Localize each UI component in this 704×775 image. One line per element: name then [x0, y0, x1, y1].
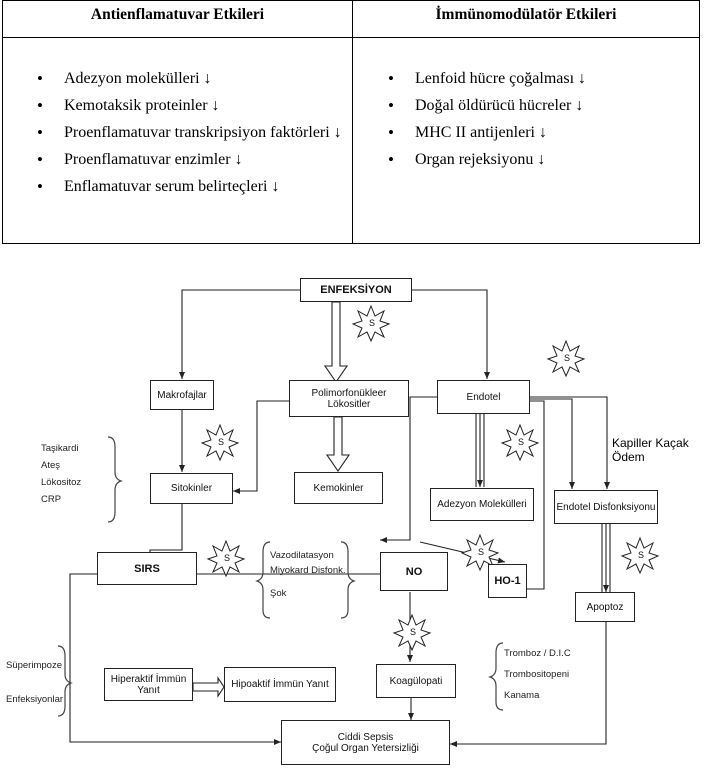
- kapiller-line-2: Ödem: [612, 450, 645, 464]
- stress-star-icon: [206, 539, 246, 578]
- sirs-sign-4: CRP: [41, 494, 62, 505]
- star-letter: S: [518, 437, 524, 447]
- stress-star-icon: [200, 423, 240, 462]
- left-column-header: Antienflamatuvar Etkileri: [90, 6, 265, 23]
- table-header-divider: [3, 37, 699, 38]
- anti-inflammatory-list: Adezyon molekülleri ↓ Kemotaksik protein…: [34, 69, 344, 204]
- list-item: Proenflamatuvar enzimler ↓: [34, 150, 344, 170]
- superimpoze-line-2: Enfeksiyonlar: [6, 694, 64, 705]
- connector-line: [530, 398, 575, 489]
- list-item: Lenfoid hücre çoğalması ↓: [385, 69, 695, 89]
- sitokinler-box: Sitokinler: [150, 473, 233, 504]
- no-box: NO: [380, 552, 448, 591]
- star-letter: S: [478, 547, 484, 557]
- connector-shape: [57, 645, 73, 717]
- connector-shape: [488, 642, 504, 711]
- ciddi-sepsis-line-1: Ciddi Sepsis: [337, 731, 394, 743]
- stress-star-icon: [351, 304, 391, 343]
- star-letter: S: [369, 318, 375, 328]
- sirs-sign-3: Lökositoz: [41, 477, 82, 488]
- list-item: Organ rejeksiyonu ↓: [385, 150, 695, 170]
- stress-star-icon: [392, 613, 432, 652]
- polimorfonukleer-box: Polimorfonükleer Lökositler: [289, 380, 409, 417]
- koag-signs-label: Tromboz / D.I.C Trombositopeni Kanama: [504, 643, 571, 706]
- list-item: MHC II antijenleri ↓: [385, 123, 695, 143]
- list-item: Enflamatuvar serum belirteçleri ↓: [34, 177, 344, 197]
- superimpoze-line-1: Süperimpoze: [6, 660, 62, 671]
- connector-shape: [192, 676, 225, 698]
- star-letter: S: [218, 437, 224, 447]
- adezyon-box: Adezyon Molekülleri: [430, 488, 534, 521]
- connector-shape: [323, 301, 349, 383]
- list-item: Doğal öldürücü hücreler ↓: [385, 96, 695, 116]
- connector-line: [419, 541, 506, 564]
- endotel-disfonksiyonu-box: Endotel Disfonksiyonu: [554, 490, 658, 524]
- sirs-sign-2: Ateş: [41, 460, 61, 471]
- connector-line: [179, 289, 300, 379]
- connector-shape: [107, 436, 123, 523]
- star-letter: S: [410, 627, 416, 637]
- kapiller-line-1: Kapiller Kaçak: [612, 436, 689, 450]
- sirs-sign-1: Taşikardi: [41, 443, 79, 454]
- ho1-box: HO-1: [488, 564, 527, 598]
- effects-table: Antienflamatuvar Etkileri İmmünomodülatö…: [2, 0, 700, 244]
- connector-shape: [255, 541, 271, 619]
- table-column-divider: [352, 1, 353, 243]
- stress-star-icon: [500, 423, 540, 462]
- connector-line: [69, 573, 281, 745]
- connector-shape: [340, 541, 356, 619]
- koag-sign-1: Tromboz / D.I.C: [504, 648, 571, 659]
- ciddi-sepsis-box: Ciddi Sepsis Çoğul Organ Yetersizliği: [281, 720, 450, 765]
- connector-line: [380, 396, 437, 543]
- connector-line: [412, 289, 490, 379]
- star-letter: S: [564, 353, 570, 363]
- enfeksiyon-box: ENFEKSİYON: [300, 278, 412, 302]
- connector-shape: [325, 416, 351, 472]
- star-letter: S: [224, 553, 230, 563]
- connector-line: [530, 396, 610, 489]
- list-item: Kemotaksik proteinler ↓: [34, 96, 344, 116]
- vazo-line-1: Vazodilatasyon: [270, 550, 334, 561]
- connector-line: [527, 400, 545, 590]
- kemokinler-box: Kemokinler: [294, 472, 383, 504]
- stress-star-icon: [546, 339, 586, 378]
- koag-sign-3: Kanama: [504, 690, 540, 701]
- ciddi-sepsis-line-2: Çoğul Organ Yetersizliği: [312, 742, 419, 754]
- stress-star-icon: [620, 536, 660, 575]
- koag-sign-2: Trombositopeni: [504, 669, 570, 680]
- connector-line: [233, 400, 289, 494]
- right-column-header: İmmünomodülatör Etkileri: [435, 6, 617, 23]
- endotel-box: Endotel: [437, 380, 530, 414]
- koagulopati-box: Koagülopati: [376, 664, 456, 698]
- vazo-label: Vazodilatasyon Miyokard Disfonk. Şok: [270, 544, 346, 605]
- hipoaktif-box: Hipoaktif İmmün Yanıt: [224, 667, 336, 702]
- makrofajlar-box: Makrofajlar: [150, 380, 214, 410]
- kapiller-label: Kapiller Kaçak Ödem: [612, 436, 689, 464]
- apoptoz-box: Apoptoz: [575, 592, 635, 622]
- list-item: Adezyon molekülleri ↓: [34, 69, 344, 89]
- vazo-line-3: Şok: [270, 588, 287, 599]
- star-letter: S: [638, 550, 644, 560]
- connector-line: [450, 620, 607, 747]
- hiperaktif-box: Hiperaktif İmmün Yanıt: [104, 668, 193, 701]
- sirs-box: SIRS: [97, 552, 197, 585]
- stress-star-icon: [460, 533, 500, 572]
- list-item: Proenflamatuvar transkripsiyon faktörler…: [34, 123, 344, 143]
- sepsis-pathway-diagram: S S S S S S S S ENFEKSİYON Makrofajlar P…: [0, 262, 704, 775]
- superimpoze-label: Süperimpoze Enfeksiyonlar: [6, 649, 63, 717]
- vazo-line-2: Miyokard Disfonk.: [270, 565, 346, 576]
- sirs-signs-label: Taşikardi Ateş Lökositoz CRP: [41, 440, 81, 508]
- immunomodulatory-list: Lenfoid hücre çoğalması ↓ Doğal öldürücü…: [385, 69, 695, 177]
